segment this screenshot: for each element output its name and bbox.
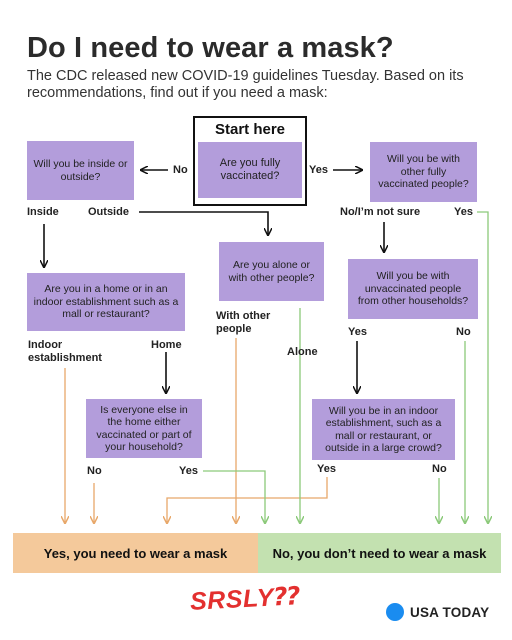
question-crowd: Will you be in an indoor establishment, …	[312, 399, 455, 460]
label-yes-vaccinated: Yes	[309, 164, 328, 176]
usa-today-wordmark: USA TODAY	[410, 604, 490, 620]
label-no-to-inside: No	[173, 164, 188, 176]
question-indoor-type: Are you in a home or in an indoor establ…	[27, 273, 185, 331]
label-inside: Inside	[27, 206, 59, 218]
arrow-crowd-yes-to-yes	[167, 477, 328, 523]
srsly-annotation: SRSLY⁇	[189, 582, 301, 616]
label-alone: Alone	[287, 346, 318, 358]
start-title: Start here	[214, 121, 286, 138]
result-need-mask: Yes, you need to wear a mask	[13, 533, 258, 573]
question-unvaccinated-households: Will you be with unvaccinated people fro…	[348, 259, 478, 319]
arrow-vaccinated-yes-to-no	[477, 211, 488, 523]
label-household-yes: Yes	[179, 465, 198, 477]
question-alone: Are you alone or with other people?	[219, 242, 324, 301]
question-household: Is everyone else in the home either vacc…	[86, 399, 202, 458]
arrow-household-yes-to-no	[203, 470, 265, 523]
question-inside-outside: Will you be inside or outside?	[27, 141, 134, 200]
label-unvax-yes: Yes	[348, 326, 367, 338]
page-title: Do I need to wear a mask?	[27, 32, 394, 64]
label-vaccinated-yes: Yes	[454, 206, 473, 218]
label-crowd-no: No	[432, 463, 447, 475]
question-with-vaccinated: Will you be with other fully vaccinated …	[370, 142, 477, 202]
page-subtitle: The CDC released new COVID-19 guidelines…	[27, 68, 464, 101]
label-home: Home	[151, 339, 182, 351]
label-no-not-sure: No/I’m not sure	[340, 206, 421, 218]
question-fully-vaccinated: Are you fully vaccinated?	[198, 142, 302, 198]
label-outside: Outside	[88, 206, 129, 218]
usa-today-logo[interactable]: USA TODAY	[386, 603, 489, 621]
label-indoor-establishment: Indoor establishment	[28, 339, 102, 364]
usa-today-dot-icon	[386, 603, 404, 621]
label-household-no: No	[87, 465, 102, 477]
result-no-mask: No, you don’t need to wear a mask	[258, 533, 501, 573]
label-unvax-no: No	[456, 326, 471, 338]
label-with-other-people: With other people	[216, 310, 271, 335]
label-crowd-yes: Yes	[317, 463, 336, 475]
arrow-outside	[139, 211, 268, 235]
